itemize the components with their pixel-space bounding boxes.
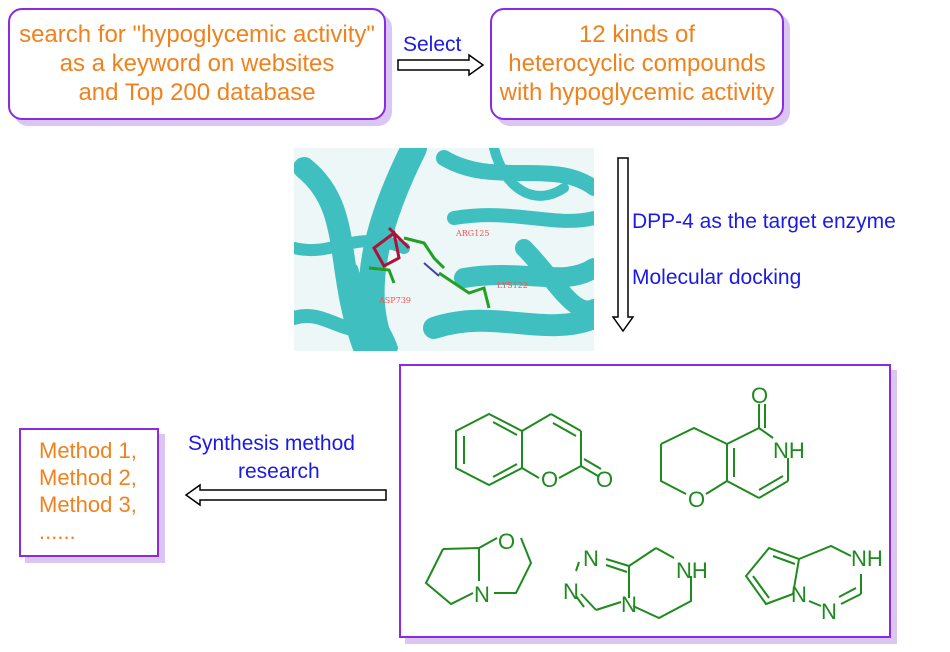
pyrrolotriazine-atom-n2: N (821, 599, 837, 624)
method-2: Method 2, (39, 465, 137, 490)
docking-image: ARG125 LYS122 ASP739 (294, 148, 594, 351)
triazolopyrazine-atom-n2: N (563, 579, 579, 604)
docking-label-method: Molecular docking (632, 266, 802, 289)
method-1: Method 1, (39, 438, 137, 463)
compounds-line-3: with hypoglycemic activity (499, 79, 775, 106)
residue-label-asp739: ASP739 (378, 296, 411, 305)
pyranopyridinone-structure (660, 404, 789, 499)
methods-box: Method 1, Method 2, Method 3, ...... (19, 428, 159, 557)
search-line-2: as a keyword on websites (59, 50, 335, 77)
select-label: Select (403, 33, 462, 56)
triazolopyrazine-atom-n4: N (621, 592, 637, 617)
triazolopyrazine-atom-n1: N (583, 546, 599, 571)
pyrrolo-oxazole-atom-o: O (498, 529, 515, 554)
compounds-box: 12 kinds of heterocyclic compounds with … (490, 8, 784, 120)
search-line-1: search for "hypoglycemic activity" (19, 21, 375, 48)
down-arrow-icon (611, 157, 635, 333)
pyrrolo-oxazole-atom-n: N (474, 582, 490, 607)
coumarin-atom-o2: O (596, 467, 613, 492)
pyrrolotriazine-atom-n1: N (791, 582, 807, 607)
pyrrolo-oxazole-structure (424, 537, 533, 606)
pyrrolotriazine-structure (744, 544, 862, 607)
coumarin-structure (455, 412, 602, 487)
compounds-line-2: heterocyclic compounds (508, 50, 766, 77)
docking-label-target: DPP-4 as the target enzyme (632, 210, 896, 233)
search-box: search for "hypoglycemic activity" as a … (8, 8, 386, 120)
method-3: Method 3, (39, 492, 137, 517)
left-arrow-icon (184, 483, 387, 507)
structures-drawing: O O O NH O O N N N N NH NH N N (424, 383, 883, 624)
residue-label-lys122: LYS122 (497, 281, 528, 290)
compounds-line-1: 12 kinds of (578, 21, 696, 48)
synthesis-label-line-2: research (238, 460, 320, 483)
pyranopyridinone-atom-o-ring: O (688, 487, 705, 512)
pyranopyridinone-atom-o-carbonyl: O (751, 383, 768, 408)
right-arrow-icon (397, 53, 485, 77)
synthesis-label-line-1: Synthesis method (188, 432, 355, 455)
method-ellipsis: ...... (39, 519, 76, 544)
pyranopyridinone-atom-nh: NH (773, 438, 805, 463)
structures-box: O O O NH O O N N N N NH NH N N (399, 364, 891, 638)
search-line-3: and Top 200 database (78, 79, 316, 106)
coumarin-atom-o1: O (541, 467, 558, 492)
triazolopyrazine-atom-nh: NH (676, 558, 708, 583)
triazolopyrazine-structure (575, 547, 692, 620)
pyrrolotriazine-atom-nh: NH (851, 546, 883, 571)
residue-label-arg125: ARG125 (455, 229, 489, 238)
